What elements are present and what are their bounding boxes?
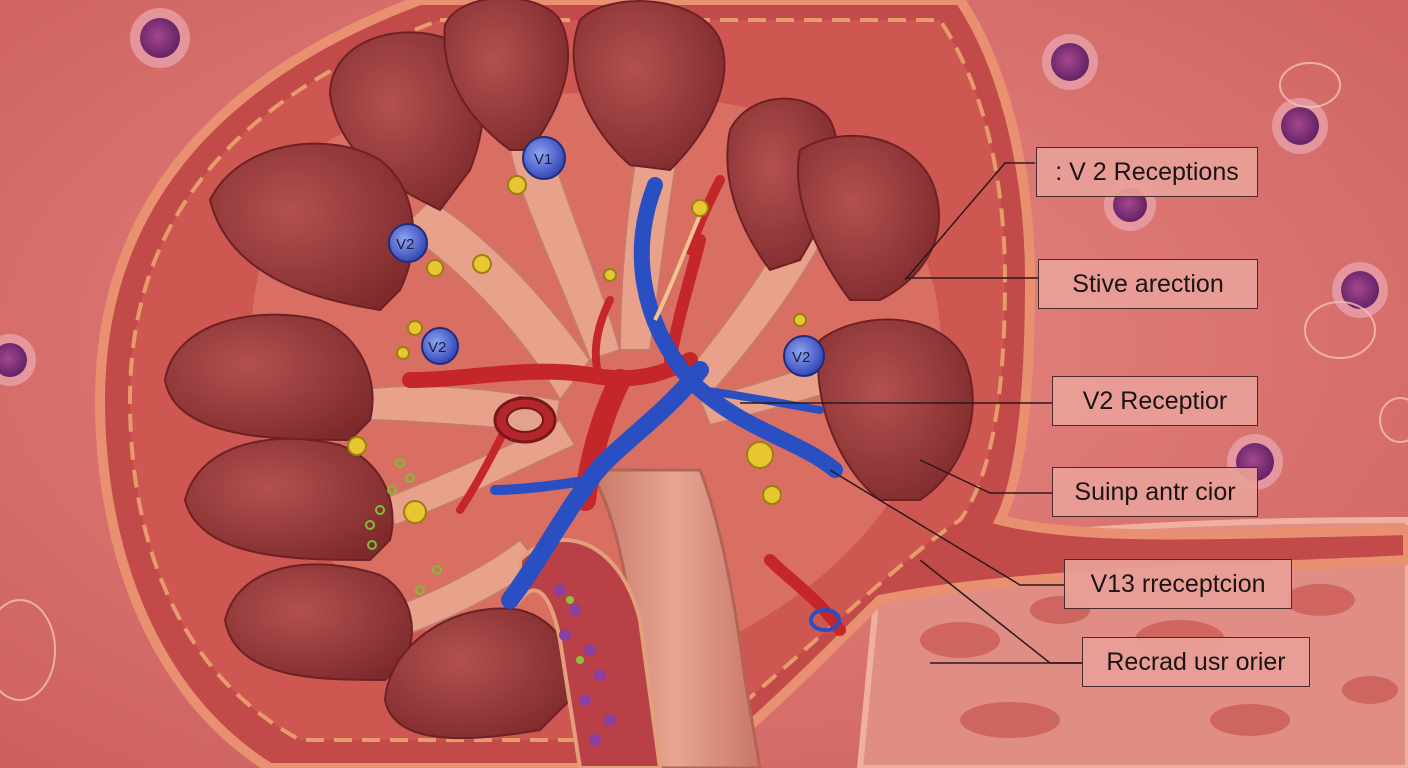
yellow-granules xyxy=(347,175,807,524)
receptor-cell-v2-c: V2 xyxy=(783,335,825,377)
cell-marker-label: V2 xyxy=(396,236,414,253)
leader-lines xyxy=(740,162,1083,664)
artery-cross-section xyxy=(493,396,557,444)
cell-marker-label: V1 xyxy=(534,151,552,168)
lower-right-vessel xyxy=(764,554,846,636)
cell-marker-label: V2 xyxy=(792,349,810,366)
receptor-cell-v1: V1 xyxy=(522,136,566,180)
cell-marker-label: V2 xyxy=(428,339,446,356)
label-recrad-usr-orier: Recrad usr orier xyxy=(1082,637,1310,687)
renal-vein xyxy=(490,177,843,609)
receptor-cell-v2-a: V2 xyxy=(388,223,428,263)
floating-cells xyxy=(0,0,1408,701)
renal-pyramids xyxy=(163,0,974,740)
green-granules xyxy=(365,458,442,595)
label-v13-rreceptcion: V13 rreceptcion xyxy=(1064,559,1292,609)
nerve-strand xyxy=(653,214,702,321)
label-v2-receptior: V2 Receptior xyxy=(1052,376,1258,426)
renal-artery xyxy=(402,175,725,514)
receptor-cell-v2-b: V2 xyxy=(421,327,459,365)
receptor-cells: V1 V2 V2 V2 xyxy=(388,136,825,377)
label-v2-receptions: : V 2 Receptions xyxy=(1036,147,1258,197)
label-suinp-antr-cior: Suinp antr cior xyxy=(1052,467,1258,517)
ureter xyxy=(587,468,762,768)
vessel-cells xyxy=(554,584,616,746)
label-stive-arection: Stive arection xyxy=(1038,259,1258,309)
